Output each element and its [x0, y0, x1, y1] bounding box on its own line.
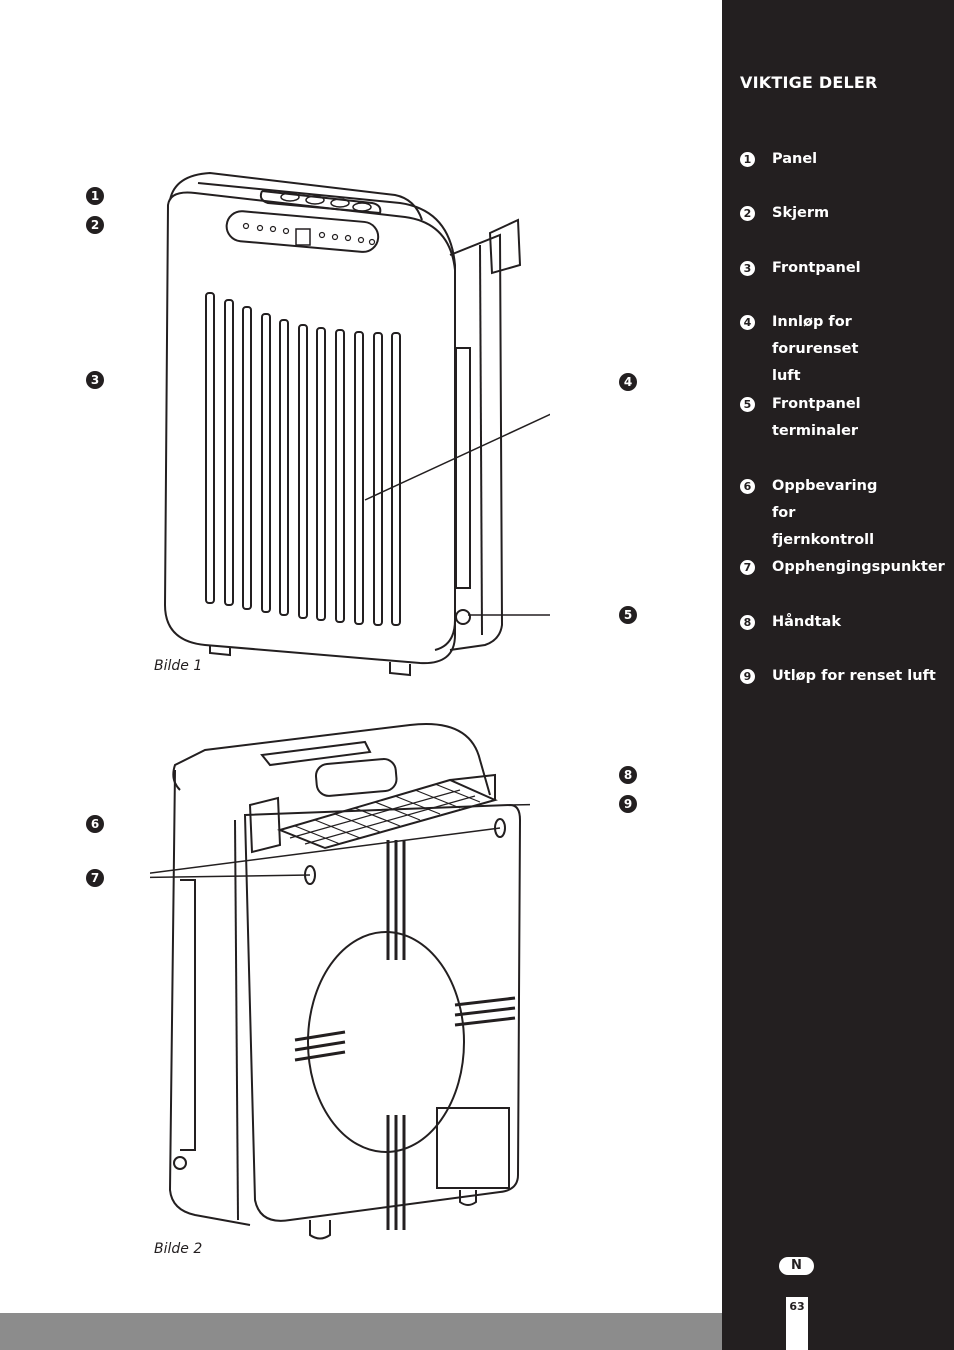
part-number-6: 6	[740, 479, 755, 494]
part-label-7: Opphengingspunkter	[772, 559, 945, 575]
part-label-8: Håndtak	[772, 614, 841, 630]
callout-4: 4	[619, 373, 637, 391]
part-label-2: Skjerm	[772, 205, 830, 221]
part-label-6: Oppbevaring for fjernkontroll	[772, 478, 878, 548]
part-label-3: Frontpanel	[772, 260, 861, 276]
part-number-3: 3	[740, 261, 755, 276]
part-number-7: 7	[740, 560, 755, 575]
part-label-9: Utløp for renset luft	[772, 668, 936, 684]
language-badge: N	[779, 1257, 814, 1275]
callout-3: 3	[86, 371, 104, 389]
callout-1: 1	[86, 187, 104, 205]
part-number-5: 5	[740, 397, 755, 412]
callout-8: 8	[619, 766, 637, 784]
figure-1-caption: Bilde 1	[154, 658, 203, 674]
callout-6: 6	[86, 815, 104, 833]
parts-sidebar: VIKTIGE DELER 1 Panel 2 Skjerm 3 Frontpa…	[722, 0, 954, 1350]
part-label-1: Panel	[772, 151, 818, 167]
part-number-9: 9	[740, 669, 755, 684]
part-label-5: Frontpanel terminaler	[772, 396, 861, 439]
callout-9: 9	[619, 795, 637, 813]
page-number: 63	[789, 1300, 805, 1313]
sidebar-title: VIKTIGE DELER	[740, 73, 878, 92]
callout-5: 5	[619, 606, 637, 624]
figure-2-caption: Bilde 2	[154, 1241, 203, 1257]
part-number-2: 2	[740, 206, 755, 221]
part-label-4: Innløp for forurenset luft	[772, 314, 859, 384]
figure-2-back-view	[150, 723, 530, 1240]
part-number-8: 8	[740, 615, 755, 630]
illustration-area: 1 2 3 4 5 6 7 8 9 Bilde 1 Bilde 2	[86, 171, 637, 1257]
part-number-4: 4	[740, 315, 755, 330]
page-number-box: 63	[786, 1297, 808, 1350]
figure-1-front-view	[163, 171, 550, 677]
callout-7: 7	[86, 869, 104, 887]
callout-2: 2	[86, 216, 104, 234]
part-number-1: 1	[740, 152, 755, 167]
